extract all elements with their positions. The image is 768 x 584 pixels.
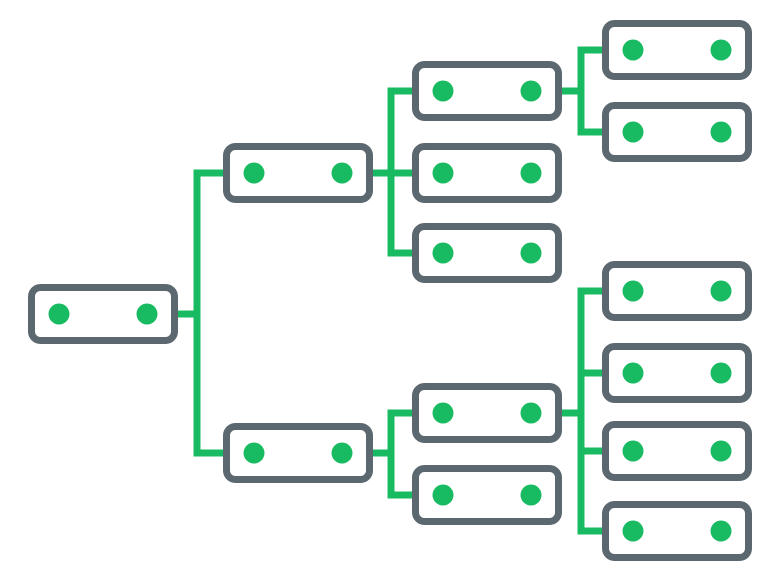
node-dot-right: [520, 242, 542, 264]
node-branch-upper-1: [412, 61, 562, 121]
node-leaf-lower-1c: [602, 421, 752, 481]
node-dot-left: [432, 484, 454, 506]
node-box: [412, 143, 562, 203]
node-box: [602, 20, 752, 80]
node-box: [602, 501, 752, 561]
node-box: [28, 284, 178, 344]
connector-branch-upper-1: [562, 46, 602, 136]
node-box: [412, 465, 562, 525]
node-dot-right: [710, 362, 732, 384]
nodes-layer: [28, 20, 752, 561]
node-dot-left: [432, 80, 454, 102]
node-leaf-lower-1a: [602, 261, 752, 321]
node-dot-right: [331, 162, 353, 184]
node-leaf-lower-1b: [602, 343, 752, 403]
node-dot-right: [520, 402, 542, 424]
node-branch-lower: [223, 423, 373, 483]
node-dot-left: [48, 303, 70, 325]
node-dot-left: [622, 280, 644, 302]
node-dot-left: [432, 402, 454, 424]
node-dot-right: [136, 303, 158, 325]
node-dot-left: [622, 39, 644, 61]
node-root: [28, 284, 178, 344]
node-branch-lower-1: [412, 383, 562, 443]
node-dot-right: [520, 484, 542, 506]
node-dot-left: [622, 121, 644, 143]
node-box: [412, 61, 562, 121]
node-dot-left: [432, 242, 454, 264]
node-box: [602, 343, 752, 403]
node-box: [602, 421, 752, 481]
connector-root: [178, 169, 223, 457]
node-dot-left: [432, 162, 454, 184]
node-box: [602, 261, 752, 321]
node-dot-left: [622, 440, 644, 462]
node-dot-right: [710, 39, 732, 61]
node-box: [412, 223, 562, 283]
connector-branch-lower: [373, 409, 412, 499]
node-branch-upper-3: [412, 223, 562, 283]
connectors-layer: [178, 46, 602, 535]
node-dot-right: [710, 121, 732, 143]
node-box: [602, 102, 752, 162]
node-branch-upper: [223, 143, 373, 203]
node-dot-right: [710, 280, 732, 302]
node-dot-right: [520, 80, 542, 102]
node-leaf-lower-1d: [602, 501, 752, 561]
node-box: [223, 423, 373, 483]
node-dot-right: [331, 442, 353, 464]
node-branch-upper-2: [412, 143, 562, 203]
node-branch-lower-2: [412, 465, 562, 525]
node-box: [412, 383, 562, 443]
node-dot-left: [622, 362, 644, 384]
node-dot-left: [243, 442, 265, 464]
connector-branch-upper: [373, 87, 412, 257]
node-dot-left: [243, 162, 265, 184]
connector-branch-lower-1: [562, 287, 602, 535]
node-box: [223, 143, 373, 203]
node-dot-right: [710, 440, 732, 462]
node-dot-left: [622, 520, 644, 542]
node-leaf-upper-1a: [602, 20, 752, 80]
node-dot-right: [520, 162, 542, 184]
node-dot-right: [710, 520, 732, 542]
node-leaf-upper-1b: [602, 102, 752, 162]
